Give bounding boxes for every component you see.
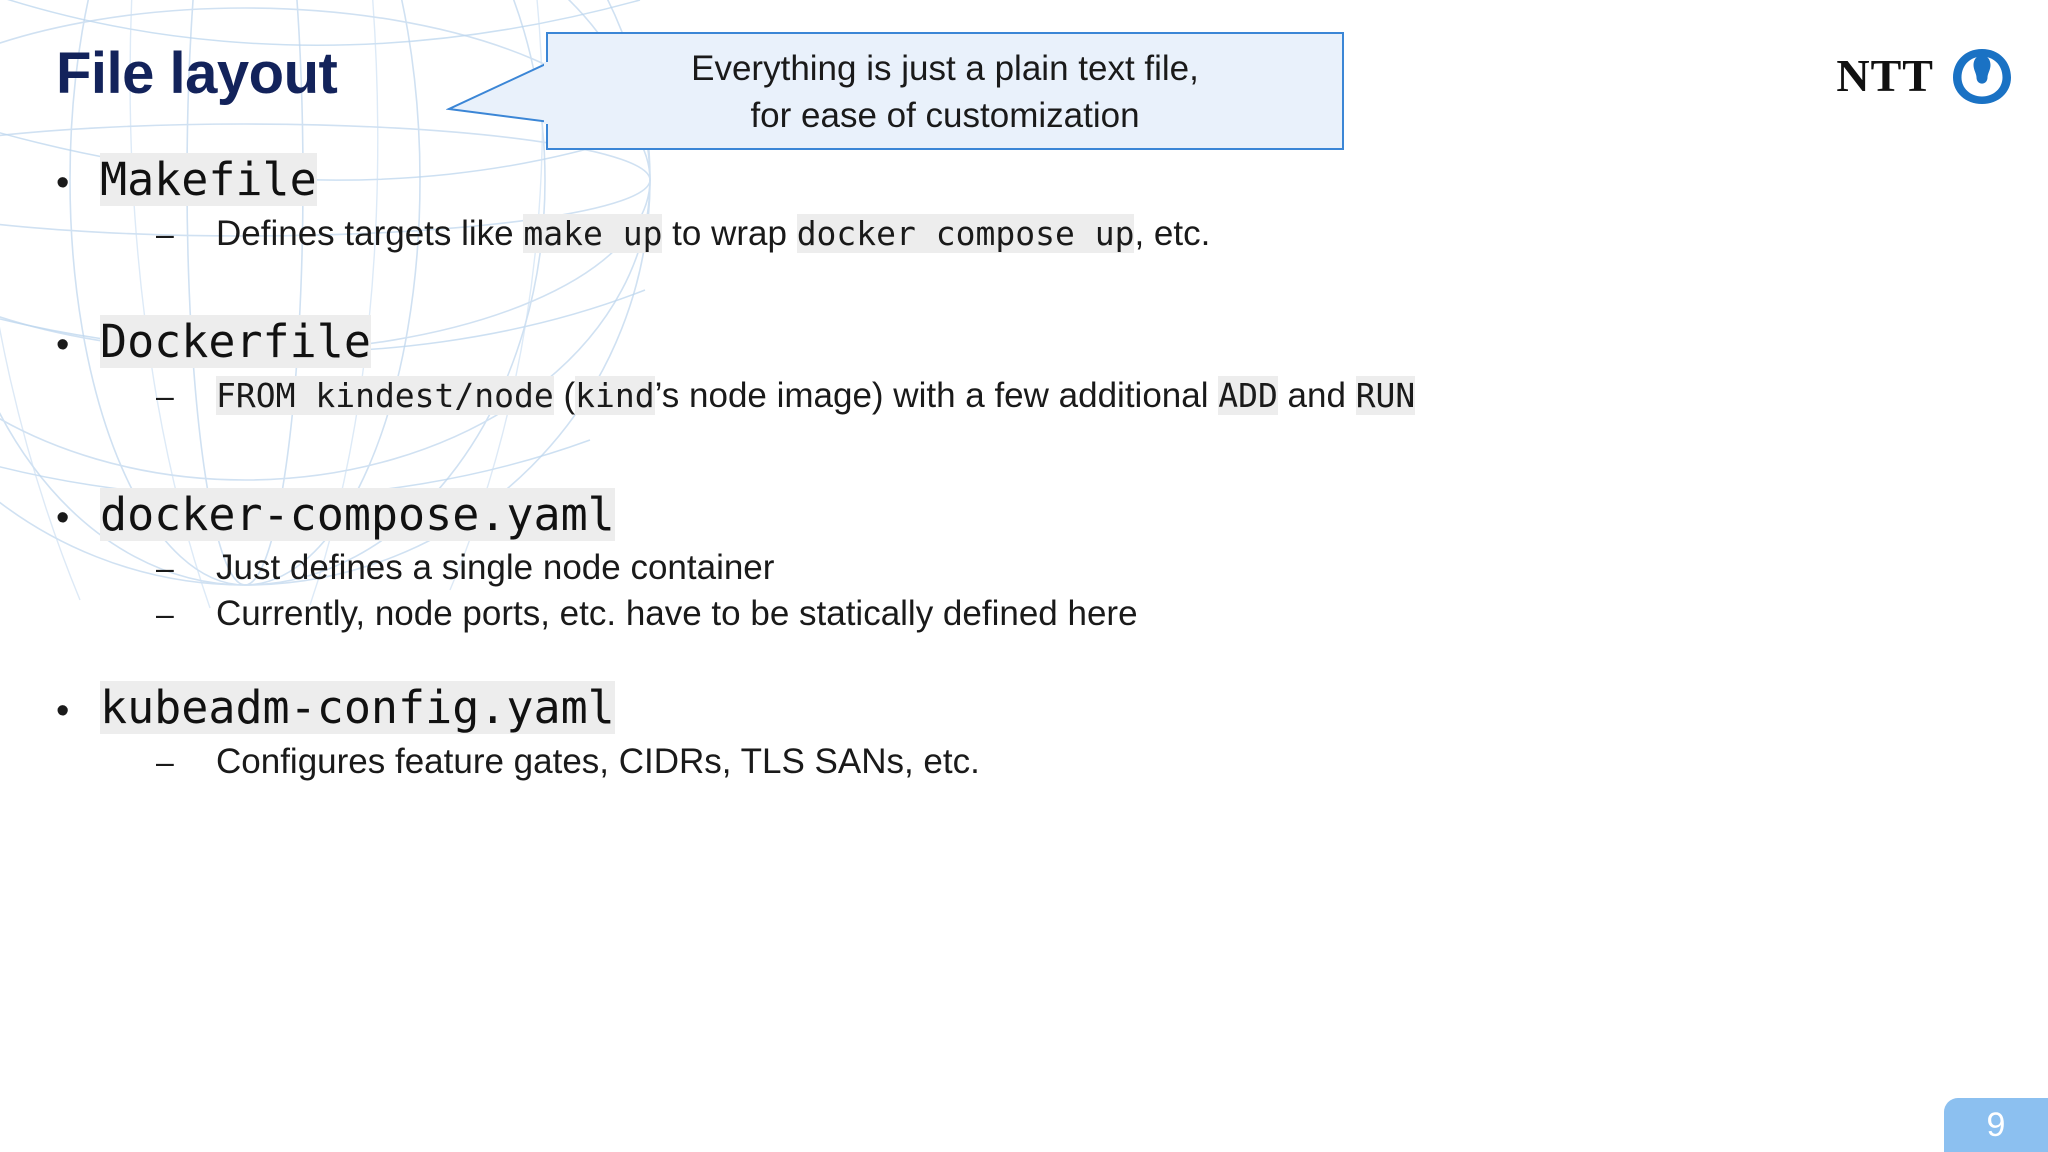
- text-fragment: Just defines a single node container: [216, 548, 775, 588]
- bullet-group-dockerfile: • Dockerfile – FROM kindest/node (kind’s…: [0, 312, 2048, 418]
- sub-bullet-dash-icon: –: [156, 215, 174, 252]
- slide-body: • Makefile – Defines targets like make u…: [0, 150, 2048, 785]
- text-fragment: to wrap: [662, 213, 797, 253]
- sub-bullet-dash-icon: –: [156, 378, 174, 414]
- ntt-swirl-icon: [1953, 49, 2011, 104]
- ntt-wordmark: NTT: [1836, 50, 1934, 101]
- text-fragment: and: [1277, 376, 1356, 415]
- bullet-dockerfile-label: Dockerfile: [100, 315, 371, 369]
- sub-bullet-compose-2: – Currently, node ports, etc. have to be…: [0, 591, 2048, 637]
- page-title: File layout: [56, 41, 338, 106]
- bullet-kubeadm-config: • kubeadm-config.yaml: [0, 678, 2048, 739]
- sub-bullet-dockerfile-1: – FROM kindest/node (kind’s node image) …: [0, 373, 2048, 419]
- bullet-docker-compose: • docker-compose.yaml: [0, 485, 2048, 546]
- callout-bubble: Everything is just a plain text file, fo…: [446, 32, 1344, 150]
- spacer: [0, 256, 2048, 312]
- sub-bullet-dash-icon: –: [156, 744, 174, 780]
- sub-bullet-makefile-1: – Defines targets like make up to wrap d…: [0, 211, 2048, 257]
- text-fragment: (: [553, 376, 576, 415]
- bullet-group-docker-compose: • docker-compose.yaml – Just defines a s…: [0, 485, 2048, 637]
- spacer: [0, 636, 2048, 678]
- spacer: [0, 419, 2048, 485]
- bullet-dot-icon: •: [56, 690, 70, 733]
- bullet-dockerfile: • Dockerfile: [0, 312, 2048, 373]
- bullet-dot-icon: •: [56, 324, 70, 367]
- sub-bullet-kubeadm-1: – Configures feature gates, CIDRs, TLS S…: [0, 739, 2048, 785]
- callout-text: Everything is just a plain text file, fo…: [691, 49, 1199, 135]
- code-fragment: ADD: [1218, 376, 1278, 415]
- bullet-makefile-label: Makefile: [100, 153, 317, 206]
- bullet-kubeadm-config-label: kubeadm-config.yaml: [100, 681, 615, 735]
- ntt-logo: NTT: [1836, 44, 2014, 108]
- bullet-group-makefile: • Makefile – Defines targets like make u…: [0, 150, 2048, 256]
- bullet-dot-icon: •: [56, 496, 70, 539]
- sub-bullet-dash-icon: –: [156, 595, 174, 632]
- callout-tail-icon: [446, 62, 550, 124]
- text-fragment: Configures feature gates, CIDRs, TLS SAN…: [216, 742, 980, 781]
- page-number-badge: 9: [1944, 1098, 2048, 1152]
- bullet-docker-compose-label: docker-compose.yaml: [100, 487, 615, 541]
- text-fragment: Defines targets like: [216, 213, 524, 253]
- text-fragment: ’s node image) with a few additional: [654, 376, 1219, 415]
- code-fragment: kind: [575, 376, 655, 415]
- code-fragment: FROM kindest/node: [216, 376, 554, 415]
- bullet-group-kubeadm-config: • kubeadm-config.yaml – Configures featu…: [0, 678, 2048, 784]
- text-fragment: Currently, node ports, etc. have to be s…: [216, 593, 1138, 633]
- bullet-makefile: • Makefile: [0, 150, 2048, 211]
- code-fragment: make up: [523, 213, 663, 253]
- sub-bullet-dash-icon: –: [156, 550, 174, 587]
- code-fragment: docker compose up: [796, 213, 1135, 253]
- text-fragment: , etc.: [1134, 213, 1211, 253]
- code-fragment: RUN: [1355, 376, 1416, 415]
- bullet-dot-icon: •: [56, 162, 70, 204]
- sub-bullet-compose-1: – Just defines a single node container: [0, 545, 2048, 591]
